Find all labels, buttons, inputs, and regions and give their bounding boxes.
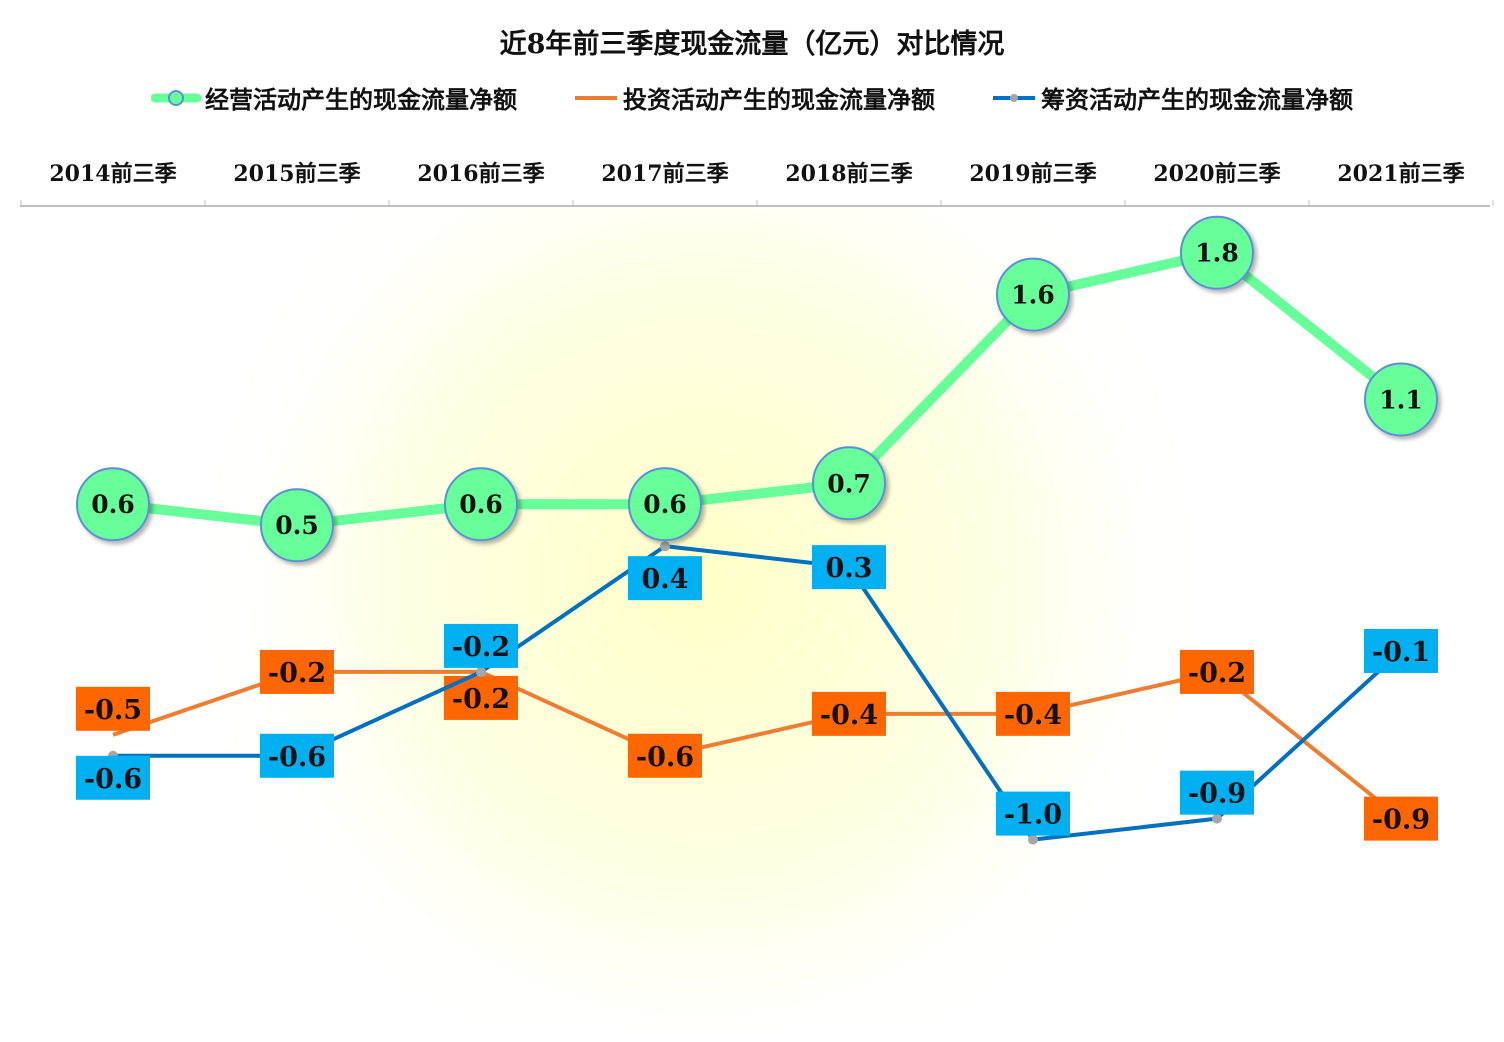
data-label: -0.9 — [1188, 779, 1246, 810]
data-label: 1.6 — [1011, 281, 1055, 310]
data-label: -0.4 — [820, 700, 878, 731]
legend-item-financing: 筹资活动产生的现金流量净额 — [991, 80, 1353, 115]
data-label: 0.3 — [826, 553, 873, 584]
data-label-box — [76, 755, 150, 800]
legend: 经营活动产生的现金流量净额 投资活动产生的现金流量净额 筹资活动产生的现金流量净… — [0, 80, 1504, 115]
data-label: -0.2 — [268, 658, 326, 689]
data-point — [812, 446, 886, 521]
x-tick-label: 2014前三季 — [49, 161, 176, 187]
data-label-box — [260, 649, 334, 694]
legend-marker-financing-icon — [993, 93, 1035, 102]
data-label-box — [812, 691, 886, 736]
legend-label-operating: 经营活动产生的现金流量净额 — [205, 85, 517, 114]
data-label-box — [996, 691, 1070, 736]
x-tick-label: 2019前三季 — [969, 161, 1096, 187]
data-point — [628, 467, 702, 542]
series-2: -0.6 -0.6 -0.2 0.4 0.3 -1.0 -0.9 -0.1 — [76, 541, 1438, 845]
x-tick-label: 2021前三季 — [1337, 161, 1464, 187]
data-label-box — [628, 733, 702, 778]
data-label: -0.2 — [452, 684, 510, 715]
data-label: 0.5 — [275, 511, 319, 540]
data-label: 0.6 — [459, 490, 503, 519]
data-label-box — [996, 791, 1070, 836]
data-label: -0.2 — [452, 632, 510, 663]
data-label: -0.6 — [268, 742, 326, 773]
data-label-box — [812, 545, 886, 590]
legend-marker-investing-icon — [575, 95, 617, 100]
data-point — [1212, 813, 1222, 824]
data-label-box — [1180, 770, 1254, 815]
data-label-box — [628, 556, 702, 601]
data-label-box — [260, 733, 334, 778]
series-0: 0.6 0.5 0.6 0.6 0.7 1.6 1.8 1.1 — [76, 215, 1438, 563]
x-tick-label: 2016前三季 — [417, 161, 544, 187]
chart-title: 近8年前三季度现金流量（亿元）对比情况 — [499, 29, 1005, 60]
data-label: -1.0 — [1004, 800, 1062, 831]
data-label: 0.4 — [642, 564, 689, 595]
x-tick-label: 2017前三季 — [601, 161, 728, 187]
data-point — [444, 467, 518, 542]
data-label: -0.6 — [636, 742, 694, 773]
data-label: -0.2 — [1188, 658, 1246, 689]
data-label: -0.4 — [1004, 700, 1062, 731]
data-label: 1.8 — [1195, 239, 1239, 268]
x-tick-label: 2015前三季 — [233, 161, 360, 187]
legend-label-investing: 投资活动产生的现金流量净额 — [623, 85, 935, 114]
x-tick-label: 2018前三季 — [785, 161, 912, 187]
legend-label-financing: 筹资活动产生的现金流量净额 — [1041, 85, 1353, 114]
data-label: 0.6 — [91, 490, 135, 519]
data-point — [996, 257, 1070, 332]
data-point — [1364, 362, 1438, 437]
data-label-box — [76, 686, 150, 731]
data-label-box — [1364, 628, 1438, 673]
data-label: -0.6 — [84, 764, 142, 795]
legend-marker-operating-icon — [151, 89, 201, 106]
data-point — [260, 488, 334, 563]
data-label: 0.7 — [827, 469, 871, 498]
data-point — [1180, 215, 1254, 290]
data-label: -0.9 — [1372, 805, 1430, 836]
series-1: -0.5 -0.2 -0.2 -0.6 -0.4 -0.4 -0.2 -0.9 — [76, 649, 1438, 841]
plot-background — [20, 208, 1490, 1028]
data-label: 1.1 — [1379, 385, 1423, 414]
data-label-box — [1364, 796, 1438, 841]
data-label-box — [1180, 649, 1254, 694]
x-tick-label: 2020前三季 — [1153, 161, 1280, 187]
data-point — [1028, 834, 1038, 845]
data-label: -0.5 — [84, 695, 142, 726]
data-point — [76, 467, 150, 542]
data-point — [660, 541, 670, 552]
data-point — [476, 666, 486, 677]
data-label-box — [444, 623, 518, 668]
data-label: -0.1 — [1372, 637, 1430, 668]
legend-item-operating: 经营活动产生的现金流量净额 — [151, 80, 517, 115]
data-label: 0.6 — [643, 490, 687, 519]
legend-item-investing: 投资活动产生的现金流量净额 — [573, 80, 935, 115]
